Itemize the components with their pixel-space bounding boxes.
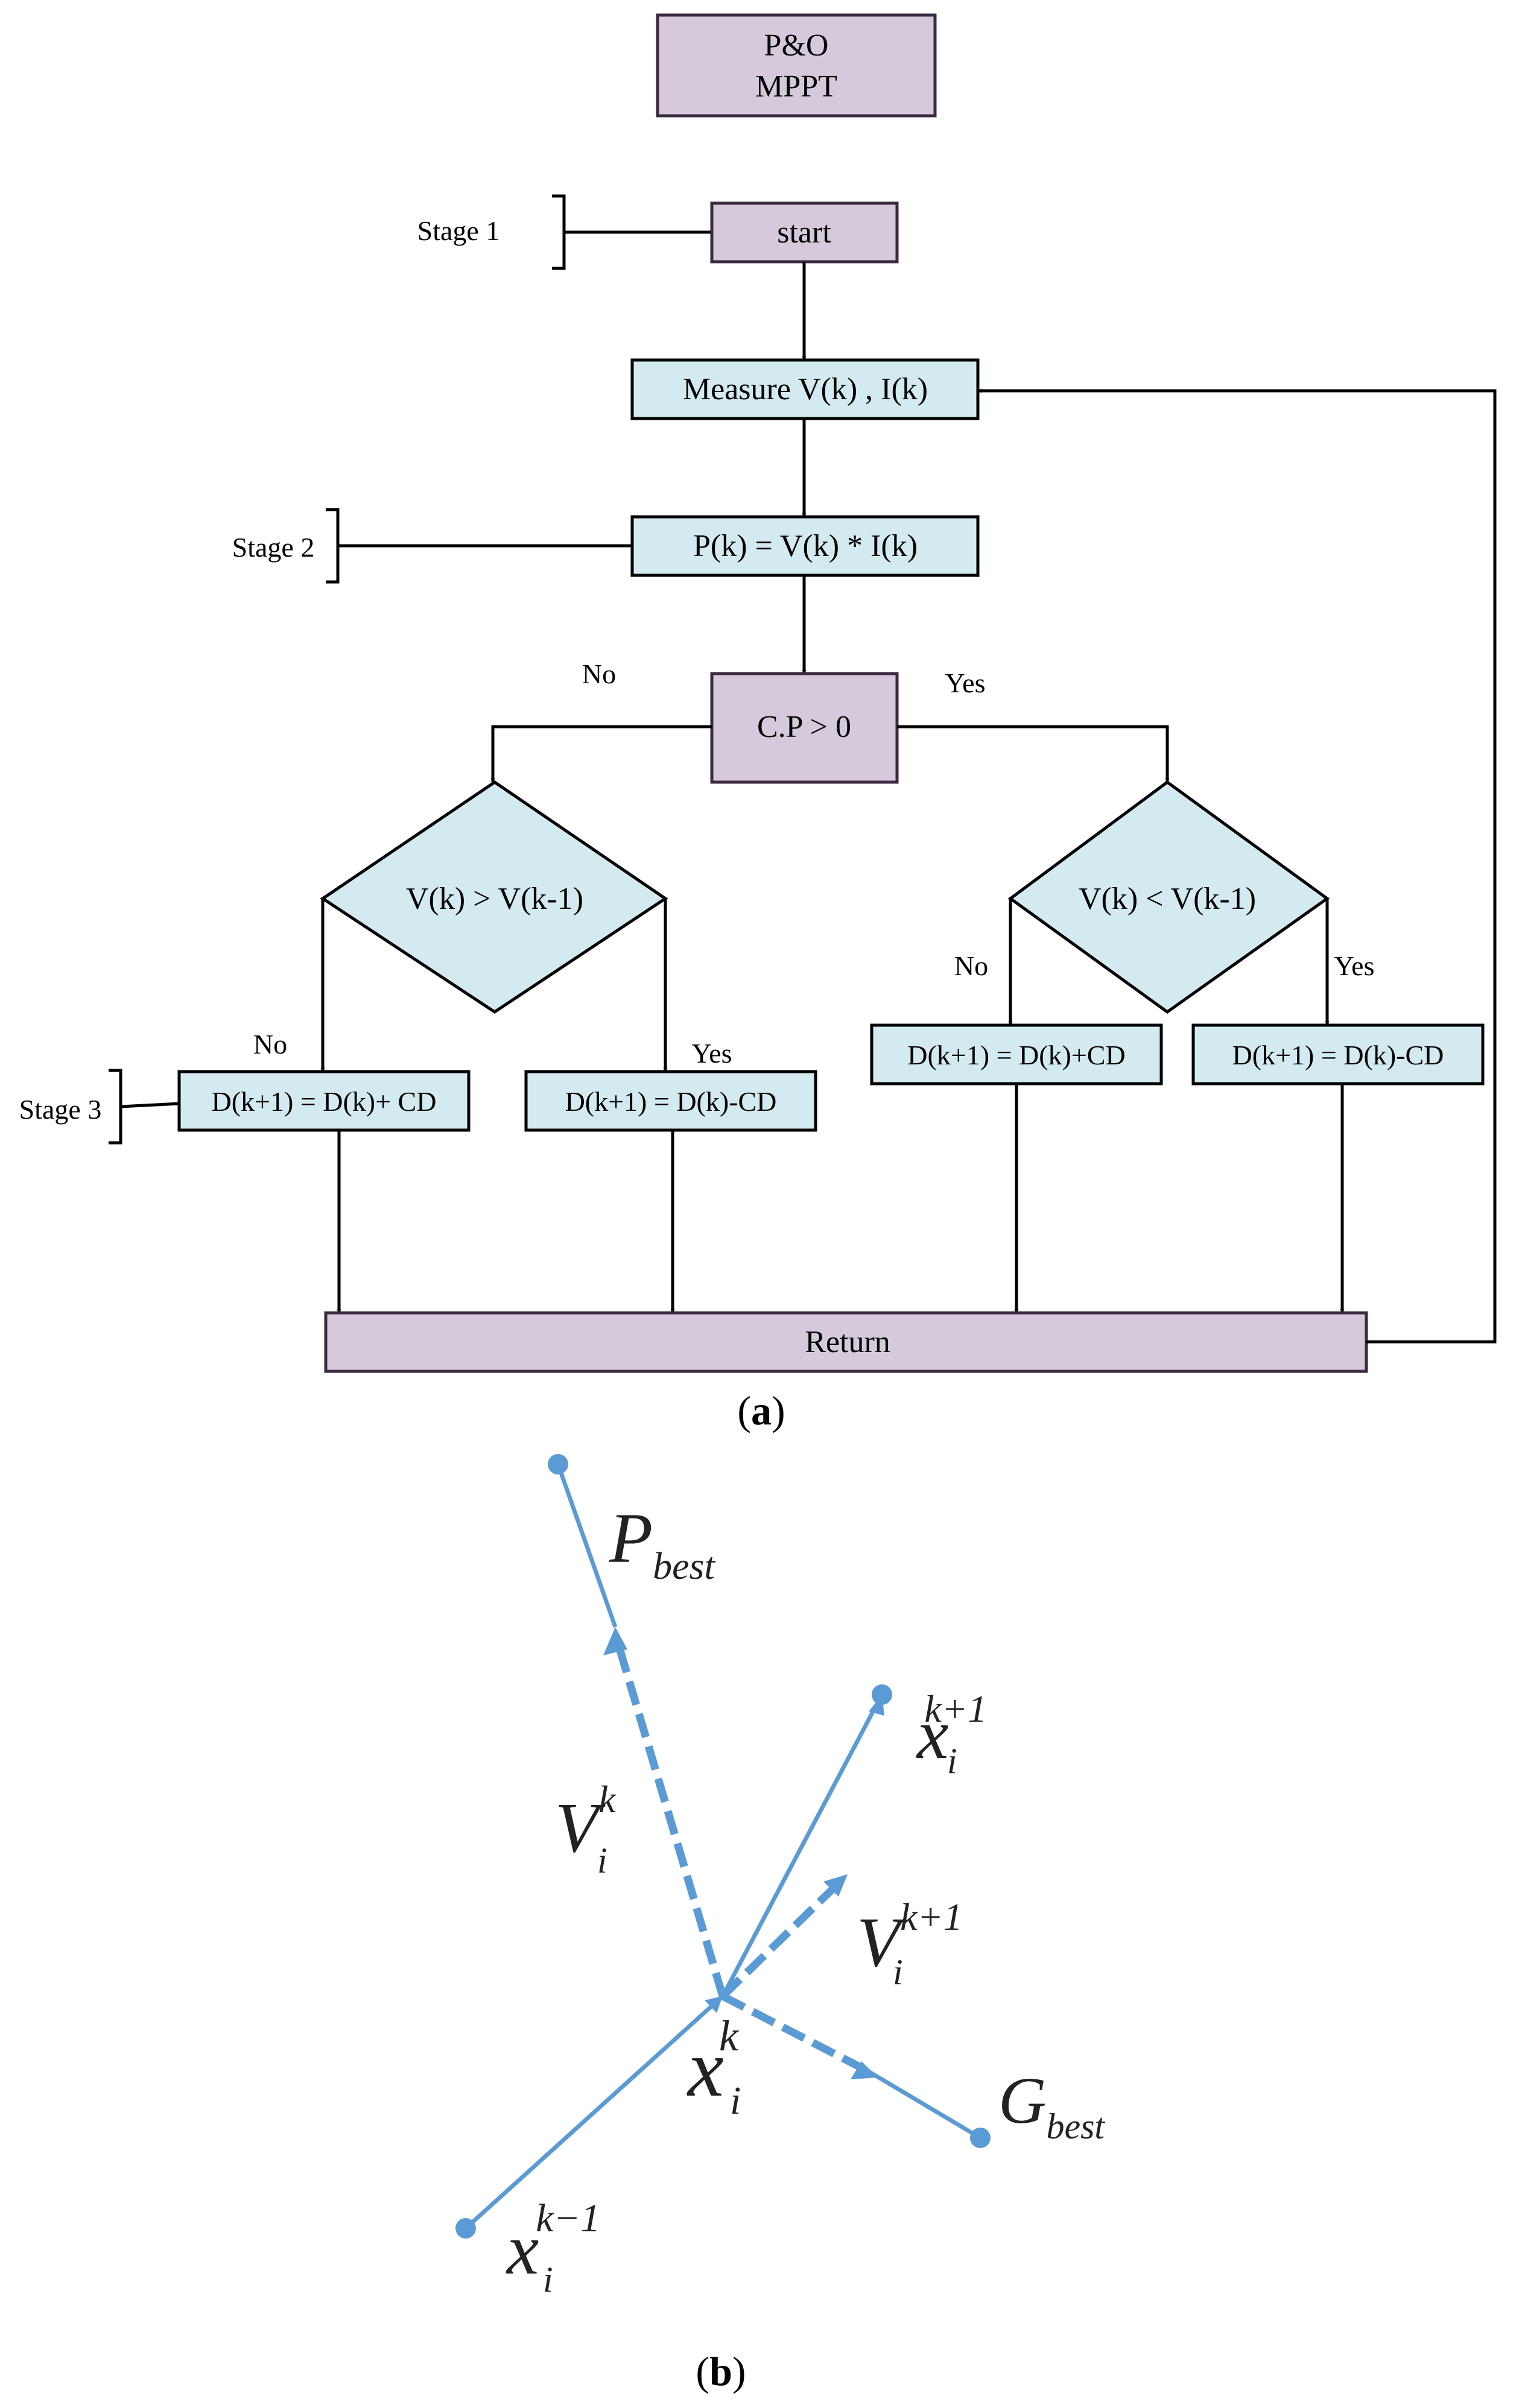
left-no-label: No [253, 1029, 287, 1060]
update-box-ll [177, 1070, 471, 1132]
stage3-bracket [109, 1069, 122, 1145]
caption-b: (b) [696, 2348, 746, 2394]
start-text: start [777, 215, 831, 250]
update-box-rr [1191, 1023, 1485, 1085]
right-yes-label: Yes [1334, 950, 1375, 981]
condition-text: C.P > 0 [757, 710, 851, 744]
point-gbest [970, 2128, 991, 2148]
line-pbest [556, 1463, 618, 1628]
right-decision-diamond [1007, 780, 1330, 1014]
title-box [656, 13, 937, 118]
right-no-label: No [954, 950, 988, 981]
update-text-ll: D(k+1) = D(k)+ CD [212, 1086, 437, 1117]
power-text: P(k) = V(k) * I(k) [693, 529, 918, 563]
update-text-rr: D(k+1) = D(k)-CD [1232, 1040, 1444, 1070]
arrow-loop-back [977, 388, 1497, 1344]
right-decision-text: V(k) < V(k-1) [1079, 882, 1256, 916]
return-box [324, 1311, 1368, 1373]
title-line1: P&O [764, 28, 829, 63]
return-text: Return [805, 1325, 890, 1359]
arrow-condition-left [490, 725, 712, 783]
start-box [710, 201, 899, 264]
arrowhead-xk [705, 1996, 723, 2013]
stage2-bracket [326, 508, 340, 584]
left-decision-text: V(k) > V(k-1) [406, 882, 583, 916]
label-gbest: Gbest [998, 2064, 1105, 2146]
label-pbest: Pbest [609, 1499, 716, 1587]
update-box-rl [870, 1023, 1163, 1085]
condition-box [710, 672, 899, 784]
stage1-label: Stage 1 [417, 215, 500, 246]
vector-vk1-dashed [720, 1877, 845, 1999]
caption-a: (a) [737, 1388, 785, 1433]
condition-no-label: No [582, 659, 616, 689]
vector-gbest-dashed [721, 1992, 870, 2075]
stage1-bracket [552, 194, 566, 270]
update-box-lr [524, 1070, 817, 1132]
stage2-label: Stage 2 [232, 532, 315, 563]
stage3-label: Stage 3 [19, 1094, 102, 1125]
update-text-rl: D(k+1) = D(k)+CD [907, 1040, 1125, 1070]
left-decision-diamond [320, 780, 668, 1014]
point-pbest [548, 1454, 568, 1474]
stage3-connector [120, 1102, 180, 1108]
arrowhead-vk1 [823, 1874, 848, 1897]
point-xk1 [872, 1684, 892, 1705]
vector-xkm1-to-xk [464, 1994, 725, 2230]
update-text-lr: D(k+1) = D(k)-CD [565, 1086, 777, 1117]
measure-text: Measure V(k) , I(k) [683, 372, 928, 406]
vector-xk-to-xk1 [720, 1693, 884, 1997]
vector-vk-dashed [611, 1633, 727, 1997]
measure-box [630, 358, 980, 420]
condition-yes-label: Yes [945, 668, 986, 698]
arrowhead-vk [603, 1627, 627, 1655]
arrow-condition-right [897, 725, 1170, 783]
title-line2: MPPT [755, 69, 837, 104]
line-gbest [867, 2069, 981, 2140]
flowchart: P&O MPPT Stage 1 start Measure V(k) , I(… [19, 13, 1497, 1373]
point-xkm1 [455, 2218, 476, 2239]
left-yes-label: Yes [692, 1038, 732, 1069]
